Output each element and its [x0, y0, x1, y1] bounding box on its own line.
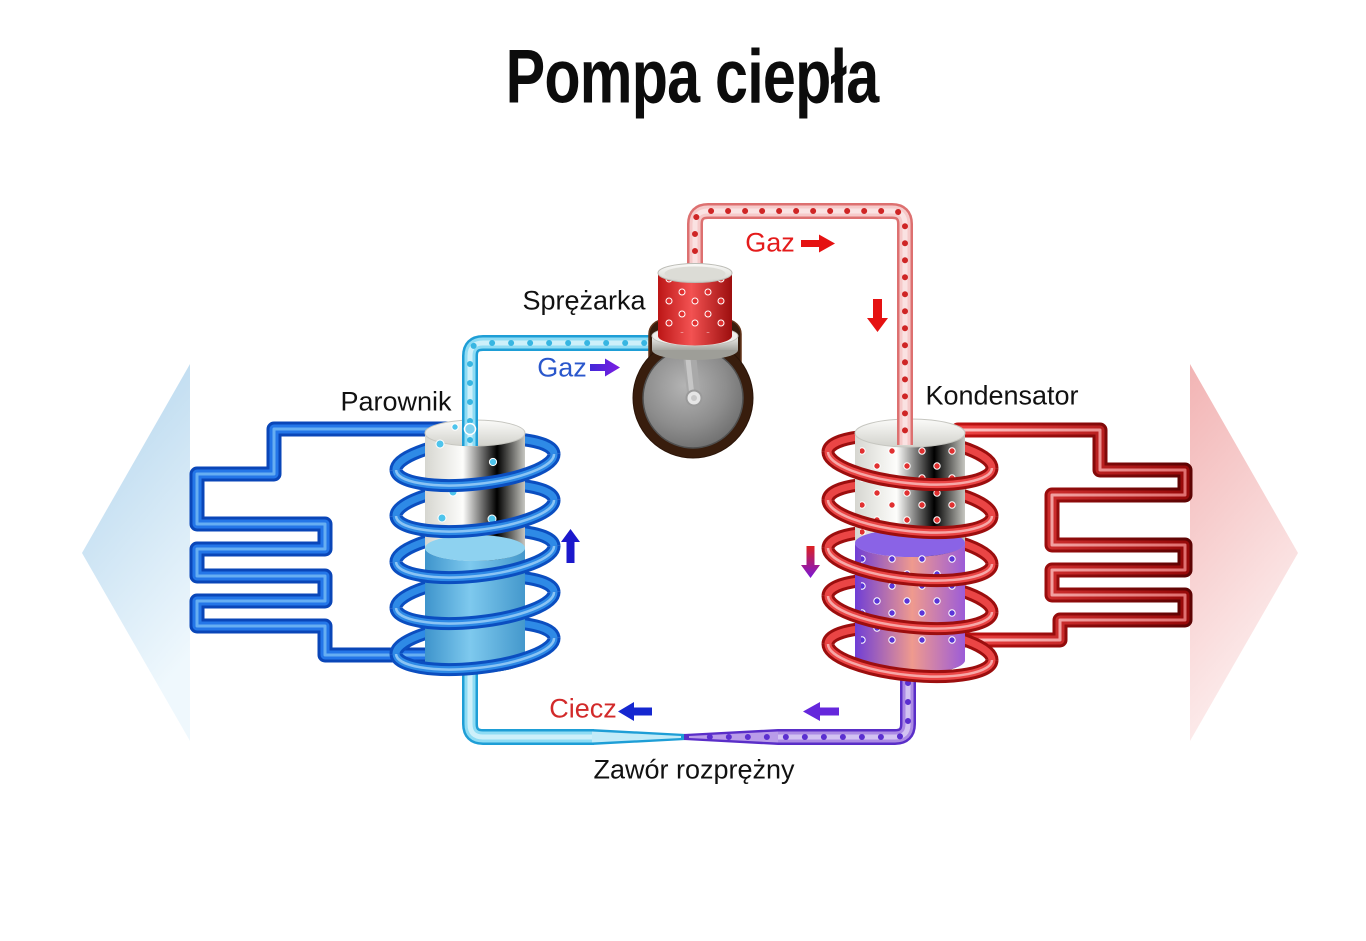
label-evaporator: Parownik	[340, 386, 452, 417]
hot-gas-pipe	[687, 203, 913, 445]
heat-released-arrow	[1190, 364, 1298, 741]
condenser-vessel	[854, 418, 966, 674]
evaporator-up-arrow	[561, 529, 580, 563]
liquid-left-arrow-cold	[618, 702, 652, 721]
label-condenser: Kondensator	[925, 380, 1079, 411]
label-compressor: Sprężarka	[522, 285, 646, 316]
compressor-gas-bubbles	[661, 277, 729, 333]
hot-gas-bubbles	[692, 208, 908, 443]
cold-gas-pipe	[462, 335, 651, 446]
liquid-left-arrow-hot	[803, 702, 839, 721]
evaporator-vessel	[424, 419, 526, 673]
condenser-down-arrow	[801, 546, 820, 578]
liquid-pipe-hot-side	[684, 655, 916, 745]
cold-gas-bubbles	[467, 340, 651, 443]
flow-arrows	[561, 234, 888, 721]
condenser-coil-front	[821, 451, 999, 684]
liquid-pipe-cold-side	[462, 655, 686, 745]
hot-pipe-down-arrow	[867, 299, 888, 332]
liquid-bubbles	[689, 661, 911, 740]
compressor	[632, 263, 754, 459]
heat-absorbed-arrow	[82, 364, 190, 741]
label-liquid: Ciecz	[549, 693, 617, 724]
label-gas-cold: Gaz	[537, 352, 587, 383]
page-title: Pompa ciepła	[505, 34, 880, 120]
label-expansion-valve: Zawór rozprężny	[593, 754, 795, 785]
hot-gas-right-arrow	[801, 234, 835, 253]
cold-serpentine-coil	[189, 421, 468, 663]
cold-gas-right-arrow	[590, 358, 620, 377]
condenser-liquid-bubbles	[861, 551, 959, 651]
hot-serpentine-coil	[948, 422, 1193, 648]
evaporator-coil-front	[389, 453, 561, 677]
label-gas-hot: Gaz	[745, 227, 795, 258]
